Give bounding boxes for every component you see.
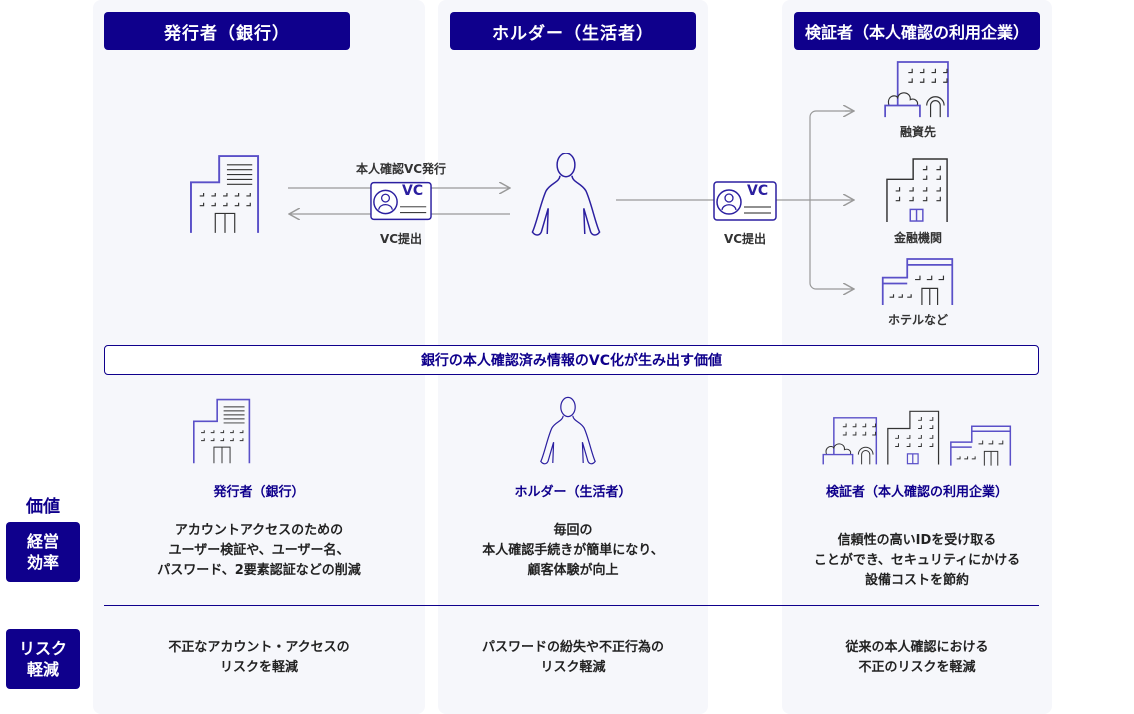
verifier-bank-label: 金融機関 bbox=[893, 231, 942, 245]
risk-label: リスク軽減 bbox=[6, 629, 80, 689]
vc-card-text: VC bbox=[747, 183, 769, 199]
financial-institution-icon bbox=[886, 157, 950, 223]
vc-card-text: VC bbox=[402, 183, 424, 199]
issuer-efficiency-text: アカウントアクセスのためのユーザー検証や、ユーザー名、パスワード、2要素認証など… bbox=[157, 523, 361, 578]
issuer-subtitle: 発行者（銀行） bbox=[213, 485, 305, 500]
value-title: 価値 bbox=[26, 497, 60, 517]
verifier-lender-label: 融資先 bbox=[899, 125, 936, 139]
hotel-icon bbox=[881, 258, 955, 305]
verifier-hotel-label: ホテルなど bbox=[887, 313, 948, 327]
verifier-efficiency-text: 信頼性の高いIDを受け取ることができ、セキュリティにかける設備コストを節約 bbox=[813, 533, 1021, 588]
issuer-risk-text: 不正なアカウント・アクセスのリスクを軽減 bbox=[168, 640, 350, 675]
verifier-header: 検証者（本人確認の利用企業） bbox=[794, 12, 1040, 50]
value-banner: 銀行の本人確認済み情報のVC化が生み出す価値 bbox=[104, 345, 1039, 375]
efficiency-label: 経営効率 bbox=[6, 522, 80, 582]
issue-vc-label: 本人確認VC発行 bbox=[355, 162, 447, 176]
lender-building-icon bbox=[884, 61, 952, 119]
issuer-header: 発行者（銀行） bbox=[104, 12, 350, 50]
holder-subtitle: ホルダー（生活者） bbox=[514, 485, 632, 500]
holder-risk-text: パスワードの紛失や不正行為のリスク軽減 bbox=[481, 640, 664, 675]
verifier-risk-text: 従来の本人確認における不正のリスクを軽減 bbox=[845, 640, 989, 675]
submit-vc-label: VC提出 bbox=[379, 232, 423, 246]
lender-building-icon bbox=[822, 417, 880, 466]
holder-header: ホルダー（生活者） bbox=[450, 12, 696, 50]
section-divider bbox=[104, 605, 1039, 606]
person-icon bbox=[540, 396, 596, 466]
financial-institution-icon bbox=[887, 409, 941, 466]
bank-building-icon bbox=[193, 398, 251, 464]
holder-efficiency-text: 毎回の本人確認手続きが簡単になり、顧客体験が向上 bbox=[482, 523, 664, 578]
verifier-subtitle: 検証者（本人確認の利用企業） bbox=[825, 485, 1008, 500]
submit-vc-label: VC提出 bbox=[723, 232, 767, 246]
hotel-icon bbox=[950, 425, 1012, 466]
